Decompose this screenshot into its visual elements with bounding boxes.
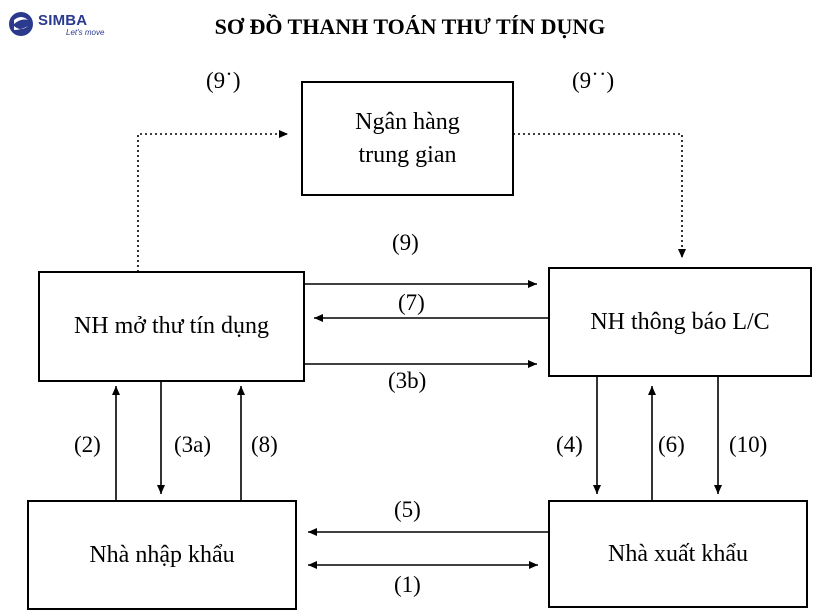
step-label-1: (1): [394, 572, 421, 597]
simba-logo: SIMBA Let's move: [8, 8, 108, 44]
arrow-9-double-prime: [513, 133, 686, 258]
step-label-9-prime: (9˙): [206, 68, 241, 93]
advising-bank-box: NH thông báo L/C: [548, 267, 812, 377]
intermediary-bank-label: Ngân hàng trung gian: [355, 109, 460, 168]
step-label-10: (10): [729, 432, 768, 457]
intermediary-bank-box: Ngân hàng trung gian: [301, 81, 514, 196]
step-label-4: (4): [556, 432, 583, 457]
step-label-5: (5): [394, 497, 421, 522]
exporter-box: Nhà xuất khẩu: [548, 500, 808, 608]
issuing-bank-box: NH mở thư tín dụng: [38, 271, 305, 382]
step-label-9-double-prime: (9˙˙): [572, 68, 615, 93]
importer-box: Nhà nhập khẩu: [27, 500, 297, 610]
step-label-6: (6): [658, 432, 685, 457]
step-label-7: (7): [398, 290, 425, 315]
simba-logo-icon: [9, 12, 33, 36]
advising-bank-label: NH thông báo L/C: [590, 308, 770, 335]
logo-brand: SIMBA: [38, 12, 88, 29]
issuing-bank-label: NH mở thư tín dụng: [73, 313, 270, 340]
logo-tagline: Let's move: [66, 28, 105, 37]
arrow-9-prime: [137, 130, 288, 272]
step-label-3a: (3a): [174, 432, 212, 457]
step-label-8: (8): [251, 432, 278, 457]
step-label-2: (2): [74, 432, 101, 457]
exporter-label: Nhà xuất khẩu: [608, 540, 748, 567]
step-label-3b: (3b): [388, 368, 427, 393]
diagram-title: SƠ ĐỒ THANH TOÁN THƯ TÍN DỤNG: [214, 14, 606, 39]
importer-label: Nhà nhập khẩu: [89, 541, 235, 568]
step-label-9: (9): [392, 230, 419, 255]
